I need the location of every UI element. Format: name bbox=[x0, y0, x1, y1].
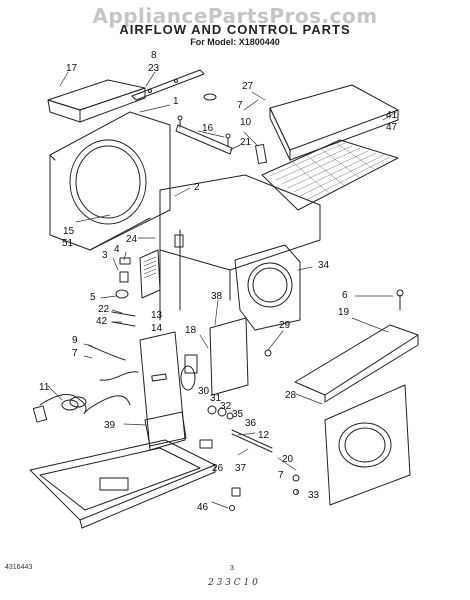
callout-7c: 7 bbox=[278, 470, 284, 481]
part-39-bracket bbox=[144, 411, 187, 447]
callout-11: 11 bbox=[39, 382, 50, 393]
callout-13: 13 bbox=[151, 310, 163, 321]
callout-28: 28 bbox=[285, 390, 297, 401]
part-19-rear-rail bbox=[294, 289, 419, 403]
part-11-power-cord bbox=[32, 394, 131, 423]
callout-46: 46 bbox=[197, 502, 209, 513]
callout-21: 21 bbox=[240, 137, 252, 148]
callout-29: 29 bbox=[279, 320, 291, 331]
callout-19: 19 bbox=[338, 307, 350, 318]
callout-15: 15 bbox=[63, 226, 75, 237]
page-number: 3 bbox=[230, 565, 234, 572]
callout-4: 4 bbox=[114, 244, 120, 255]
callout-51: 51 bbox=[62, 238, 74, 249]
part-38-bracket bbox=[209, 317, 249, 396]
part-3-control-panel bbox=[139, 249, 161, 299]
part-27-hanger bbox=[203, 93, 217, 101]
callout-39: 39 bbox=[104, 420, 116, 431]
callout-10: 10 bbox=[240, 117, 252, 128]
screws-bottom bbox=[229, 349, 300, 511]
callout-17: 17 bbox=[66, 63, 78, 74]
model-line: For Model: X1800440 bbox=[190, 37, 280, 47]
part-9-wire bbox=[87, 344, 139, 381]
part-16-bracket bbox=[175, 115, 233, 155]
callout-16: 16 bbox=[202, 123, 214, 134]
callout-33: 33 bbox=[308, 490, 320, 501]
callout-3: 3 bbox=[102, 250, 108, 261]
watermark: AppliancePartsPros.com bbox=[92, 4, 378, 28]
callout-7b: 7 bbox=[72, 348, 78, 359]
callout-9: 9 bbox=[72, 335, 78, 346]
callout-30: 30 bbox=[198, 386, 210, 397]
handwritten-note: 2 3 3 C 1 0 bbox=[208, 578, 258, 588]
part-34-blower-scroll bbox=[234, 244, 301, 331]
small-hardware bbox=[111, 257, 136, 327]
callout-27: 27 bbox=[242, 81, 254, 92]
capacitor-group bbox=[180, 365, 273, 453]
callout-22: 22 bbox=[98, 304, 110, 315]
callout-35: 35 bbox=[232, 409, 244, 420]
callout-7a: 7 bbox=[237, 100, 243, 111]
callout-37: 37 bbox=[235, 463, 247, 474]
callout-5: 5 bbox=[90, 292, 96, 303]
callout-12: 12 bbox=[258, 430, 270, 441]
callout-42: 42 bbox=[96, 316, 108, 327]
callout-31: 31 bbox=[210, 393, 222, 404]
callout-18: 18 bbox=[185, 325, 197, 336]
part-8-rail bbox=[131, 69, 205, 101]
leader-lines bbox=[47, 71, 397, 509]
callout-41: 41 bbox=[386, 110, 398, 121]
part-10-plate bbox=[254, 143, 268, 165]
callout-8: 8 bbox=[151, 50, 157, 61]
callout-1: 1 bbox=[173, 96, 179, 107]
callout-6: 6 bbox=[342, 290, 348, 301]
callout-24: 24 bbox=[126, 234, 138, 245]
part-47-filter bbox=[261, 139, 399, 211]
callout-38: 38 bbox=[211, 291, 223, 302]
base-pan bbox=[29, 439, 216, 529]
diagram-title: AIRFLOW AND CONTROL PARTS bbox=[119, 22, 351, 37]
part-24-partition bbox=[159, 174, 321, 321]
part-41-top-cover bbox=[269, 84, 399, 161]
callout-26: 26 bbox=[212, 463, 224, 474]
part-28-rear-panel bbox=[324, 384, 411, 506]
callout-36: 36 bbox=[245, 418, 257, 429]
document-number: 4316443 bbox=[5, 564, 33, 571]
callout-2a: 2 bbox=[194, 182, 200, 193]
part-1-front-panel bbox=[49, 111, 171, 251]
callout-14: 14 bbox=[151, 323, 163, 334]
part-13-control-box bbox=[139, 331, 198, 451]
callout-23: 23 bbox=[148, 63, 160, 74]
part-17-top-bracket bbox=[47, 79, 146, 123]
callout-20: 20 bbox=[282, 454, 294, 465]
callout-32: 32 bbox=[220, 401, 232, 412]
callout-47: 47 bbox=[386, 122, 398, 133]
callout-34: 34 bbox=[318, 260, 330, 271]
